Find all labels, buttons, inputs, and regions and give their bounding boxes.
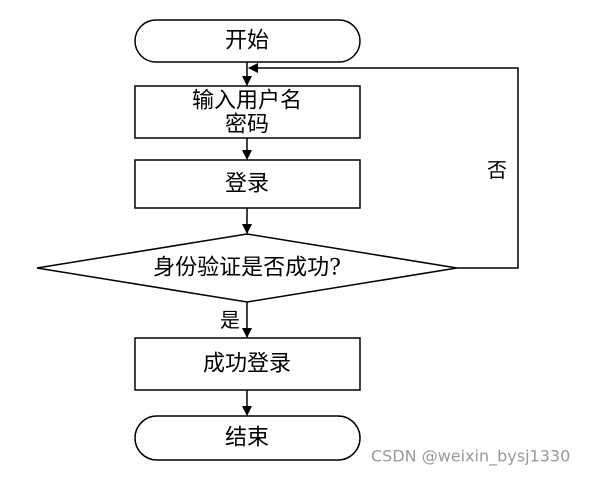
end-terminal [134, 415, 361, 461]
auth-decision-label: 身份验证是否成功? [153, 256, 341, 281]
watermark-text: CSDN @weixin_bysj1330 [371, 447, 570, 467]
end-label: 结束 [225, 426, 269, 451]
input-credentials-label-line1: 输入用户名 [192, 89, 302, 114]
start-label: 开始 [225, 29, 269, 54]
edge-label-yes: 是 [220, 308, 240, 332]
success-login-label: 成功登录 [203, 352, 291, 377]
input-credentials-box [134, 85, 361, 139]
login-label: 登录 [225, 172, 269, 197]
success-login-box [134, 337, 361, 391]
input-credentials-label-line2: 密码 [225, 113, 269, 138]
arrow-no-loop [248, 63, 519, 269]
edge-label-no: 否 [487, 158, 507, 182]
